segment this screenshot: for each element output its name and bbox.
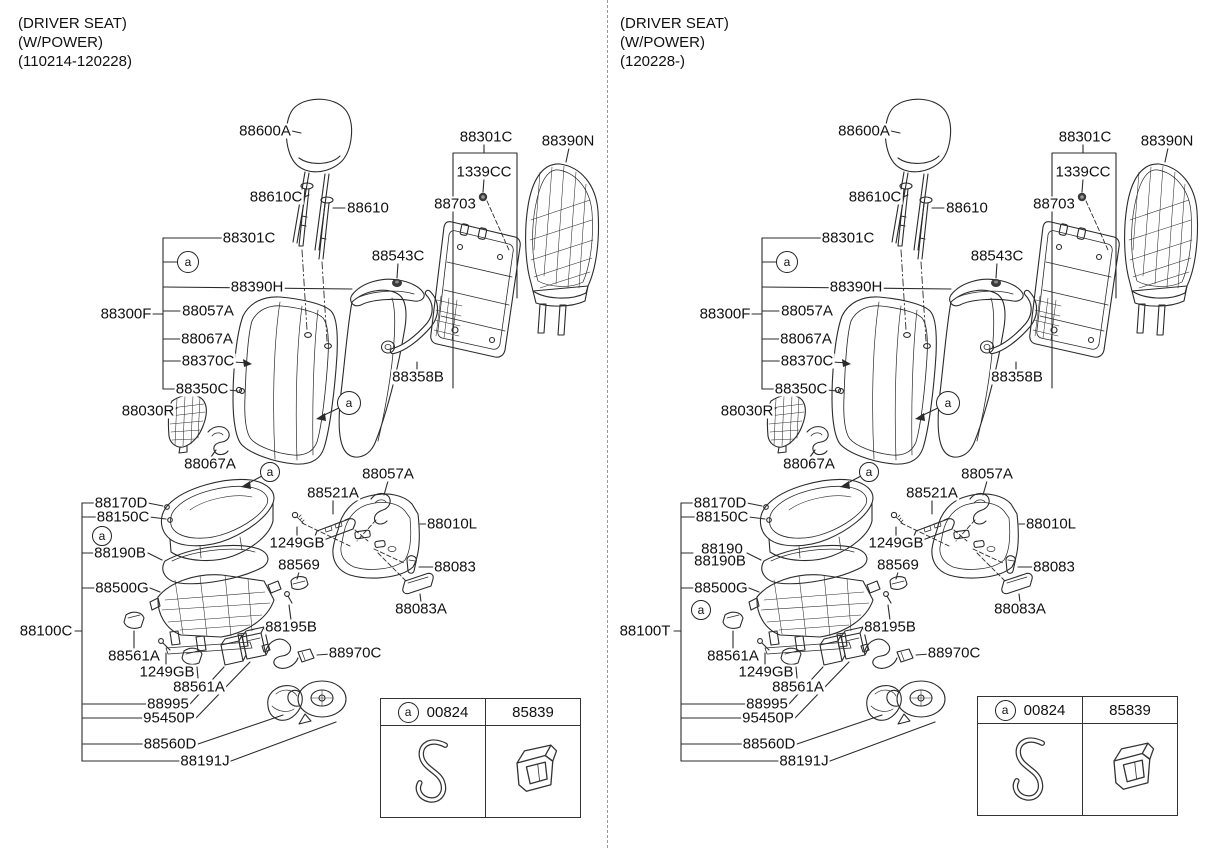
panel-divider	[607, 0, 608, 848]
